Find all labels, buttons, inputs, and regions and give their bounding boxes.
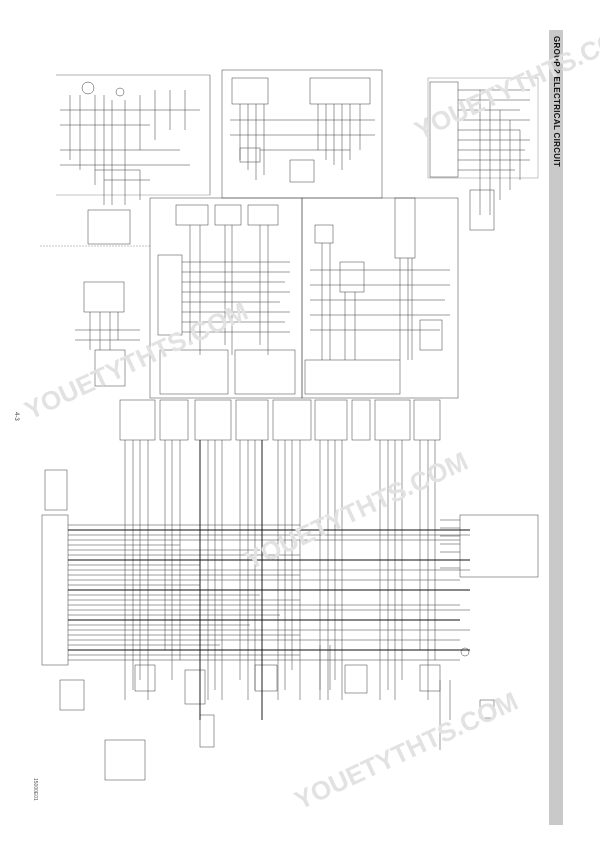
section-title: GROUP 2 ELECTRICAL CIRCUIT bbox=[552, 36, 561, 168]
page-number: 4-3 bbox=[13, 412, 19, 421]
svg-text:YOUETYTHTS.COM: YOUETYTHTS.COM bbox=[410, 16, 600, 146]
middle-left-subcircuit bbox=[40, 245, 150, 387]
top-left-subcircuit bbox=[56, 74, 211, 245]
svg-text:YOUETYTHTS.COM: YOUETYTHTS.COM bbox=[20, 296, 253, 426]
svg-text:YOUETYTHTS.COM: YOUETYTHTS.COM bbox=[240, 446, 473, 576]
highlight-wires bbox=[68, 440, 470, 720]
section-tab: GROUP 2 ELECTRICAL CIRCUIT bbox=[549, 30, 563, 230]
document-code: 15000E01 bbox=[32, 778, 38, 801]
top-center-subcircuit bbox=[221, 69, 383, 199]
middle-center-panel bbox=[149, 197, 303, 399]
svg-text:YOUETYTHTS.COM: YOUETYTHTS.COM bbox=[290, 686, 523, 816]
top-right-subcircuit bbox=[427, 77, 539, 231]
main-harness bbox=[41, 440, 539, 720]
middle-right-panel bbox=[301, 197, 459, 399]
section-tab-bar bbox=[549, 30, 563, 825]
connector-row bbox=[119, 399, 441, 441]
bottom-components bbox=[59, 645, 495, 781]
watermark: YOUETYTHTS.COM YOUETYTHTS.COM YOUETYTHTS… bbox=[20, 16, 600, 816]
